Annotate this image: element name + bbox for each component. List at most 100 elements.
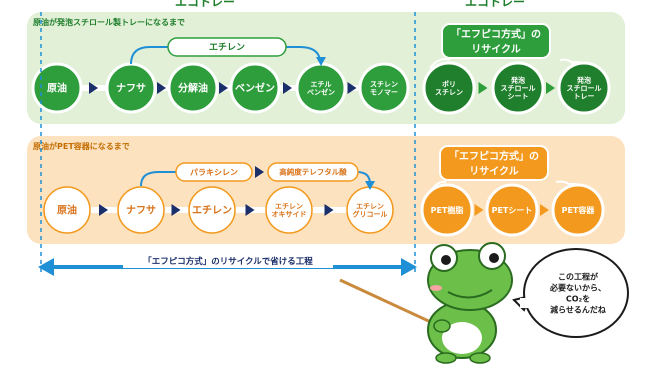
arrow-right-icon [401,258,417,276]
saved-process-label-bg [123,254,333,268]
recycle-node-circle [491,61,545,115]
recycle-node-1: ポリスチレン [422,61,476,115]
frog-cheek [430,285,442,291]
upper-label-box-2 [267,162,359,182]
arrow-down-icon [316,57,326,66]
arrow-right-icon [347,82,357,94]
arrow-right-icon [283,82,292,94]
recycle-node-label: PET容器 [562,205,596,215]
process-node-5: エチレングリコール [346,186,394,234]
process-node-4: エチレンオキサイド [265,186,313,234]
process-node-circle [229,62,281,114]
process-node-6: スチレンモノマー [358,62,410,114]
frog-mouth [447,289,493,299]
speech-bubble-join [520,298,532,308]
pet-upper-line [140,171,176,187]
speech-bubble-text: この工程が必要ないから、CO₂を減らせるんだね [549,271,606,314]
recycle-node-1: PET樹脂 [420,183,474,237]
recycle-node-3: PET容器 [551,183,605,237]
speech-bubble-body [523,248,629,338]
frog-belly [442,322,482,354]
header: エコトレーエコトレー [175,0,525,9]
process-node-4: ベンゼン [229,62,281,114]
process-node-2: ナフサ [117,186,165,234]
process-node-5: エチルベンゼン [295,62,347,114]
pet-title: 原油がPET容器になるまで [33,141,130,151]
bypass-label: エチレン [209,42,245,53]
process-node-2: ナフサ [105,62,157,114]
process-node-label: ナフサ [116,83,146,95]
arrow-right-icon [540,204,549,216]
arrow-right-icon [245,204,255,216]
recycle-node-circle [551,183,605,237]
recycle-title-line1: 「エフピコ方式」の [449,150,539,163]
frog-foot-left [435,352,457,364]
process-node-circle [43,186,91,234]
frog-hand [433,319,451,333]
process-node-label: 原油 [57,204,77,217]
pet-recycle-box: 「エフピコ方式」のリサイクル [429,145,577,193]
recycle-node-circle [420,183,474,237]
recycle-title-box [441,23,551,59]
upper-label-1: パラキシレン [190,167,238,177]
recycle-title-box [439,145,549,181]
recycle-node-label: 発泡スチロールシート [501,75,536,100]
process-node-3: 分解油 [167,62,219,114]
recycle-node-2: PETシート [485,183,539,237]
arrow-right-icon [89,82,98,94]
recycle-node-circle [557,61,611,115]
process-node-circle [117,186,165,234]
upper-label-2: 高純度テレフタル酸 [279,167,347,177]
arrow-right-icon [171,204,181,216]
frog-pupil-left [441,255,451,265]
process-node-label: スチレンモノマー [370,80,398,96]
recycle-title-line2: リサイクル [471,44,521,56]
arrow-left-icon [38,258,54,276]
recycle-node-circle [485,183,539,237]
process-node-label: エチルベンゼン [307,80,335,96]
arrow-right-icon [546,82,555,94]
process-node-circle [188,186,236,234]
arrow-right-icon [99,204,108,216]
frog-mascot [339,242,513,364]
process-node-label: ベンゼン [235,82,275,95]
process-node-circle [265,186,313,234]
process-node-label: エチレン [192,205,232,217]
arrow-right-icon [219,82,228,94]
speech-bubble: この工程が必要ないから、CO₂を減らせるんだね [512,248,629,338]
recycle-node-3: 発泡スチロールトレー [557,61,611,115]
arrow-right-icon [255,166,264,178]
recycle-node-label: PETシート [492,206,533,215]
process-node-circle [358,62,410,114]
recycle-arc-left [429,58,451,69]
styrofoam-title: 原油が発泡スチロール製トレーになるまで [33,17,185,27]
process-node-circle [31,62,83,114]
process-node-label: エチレングリコール [353,202,388,218]
arrow-right-icon [324,204,334,216]
recycle-node-label: 発泡スチロールトレー [567,75,602,100]
process-node-label: エチレンオキサイド [272,202,307,218]
process-node-1: 原油 [43,186,91,234]
recycle-title-line1: 「エフピコ方式」の [451,28,541,41]
recycle-node-circle [422,61,476,115]
frog-foot-right [469,352,491,364]
process-node-3: エチレン [188,186,236,234]
arrow-right-icon [157,82,166,94]
process-node-label: 分解油 [178,82,208,95]
recycle-node-2: 発泡スチロールシート [491,61,545,115]
recycle-node-label: PET樹脂 [431,205,464,215]
process-node-1: 原油 [31,62,83,114]
header-left-fragment: エコトレー [175,0,235,9]
arrow-right-icon [474,204,484,216]
process-node-circle [167,62,219,114]
arrow-down-icon [365,181,375,190]
frog-pupil-right [489,253,499,263]
process-node-label: 原油 [47,82,67,95]
recycle-title-line2: リサイクル [469,166,519,178]
recycle-node-label: ポリスチレン [435,79,463,96]
bypass-label-box [167,37,287,57]
